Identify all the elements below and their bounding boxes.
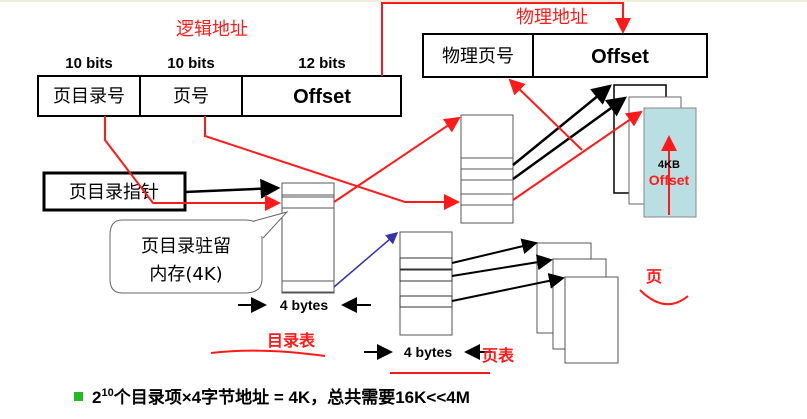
page-table-1: [460, 114, 514, 224]
pte-arrow: [451, 273, 565, 302]
bits-label-offset: 12 bits: [298, 55, 346, 72]
pte-selected-arrow: [512, 110, 643, 201]
physical-address-title: 物理地址: [516, 7, 588, 28]
pde-arrow: [333, 232, 399, 288]
page-index-arrow: [204, 116, 460, 210]
pde-selected-arrow: [333, 116, 461, 203]
pointer-arrow: [184, 178, 281, 199]
callout-tail: [253, 211, 289, 239]
pages-stack-1: [613, 84, 697, 218]
dir-index-arrow: [104, 116, 281, 211]
annotation-page: 页: [646, 268, 662, 286]
page-table-2: [399, 231, 453, 336]
annotation-dir-table: 目录表: [267, 331, 316, 350]
field-physical-page-number: 物理页号: [442, 46, 514, 67]
field-dir-number: 页目录号: [53, 86, 125, 107]
physical-address-box: [422, 33, 708, 78]
logical-address-title: 逻辑地址: [176, 19, 248, 40]
bits-label-page: 10 bits: [167, 55, 215, 72]
frame-number-arrow: [508, 78, 583, 151]
pte-arrow: [512, 84, 612, 166]
field-page-number: 页号: [173, 86, 209, 107]
bullet-icon: [74, 392, 83, 401]
logical-address-box: [37, 75, 402, 117]
pte-arrow: [451, 238, 538, 264]
dir-entry-size: 4 bytes: [280, 297, 328, 313]
pte-arrow: [451, 254, 553, 277]
page-directory: [281, 182, 335, 294]
page-offset-label: Offset: [649, 172, 690, 188]
field-offset: Offset: [293, 86, 351, 108]
field-physical-offset: Offset: [591, 46, 649, 68]
annotation-curve: [639, 289, 689, 306]
annotation-underline: [210, 349, 326, 357]
callout-line1: 页目录驻留: [141, 236, 231, 257]
callout-line2: 内存(4K): [149, 264, 222, 285]
annotation-page-table: 页表: [482, 346, 515, 365]
offset-to-physical-arrow: [381, 2, 631, 76]
table-entry-size: 4 bytes: [404, 344, 452, 360]
bullet-text: 210个目录项×4字节地址 = 4K，总共需要16K<<4M: [92, 387, 470, 407]
page-dir-pointer-label: 页目录指针: [69, 182, 159, 203]
bits-label-dir: 10 bits: [65, 55, 113, 72]
page-size-label: 4KB: [658, 159, 680, 171]
